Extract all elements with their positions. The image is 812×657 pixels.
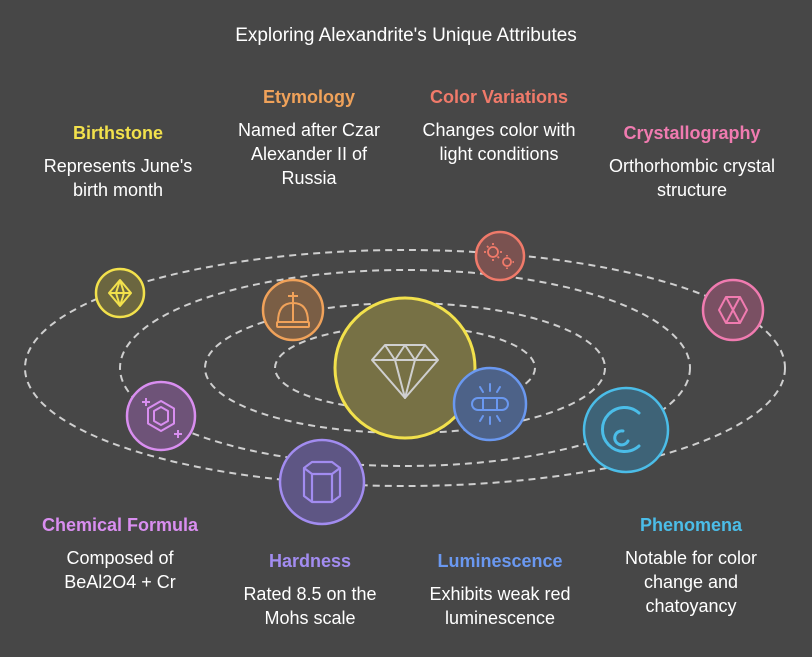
sun-gear-icon <box>484 243 514 269</box>
attr-name: Birthstone <box>73 123 163 143</box>
attr-name: Chemical Formula <box>41 515 199 535</box>
attr-etymology: Etymology Named after Czar Alexander II … <box>224 86 394 190</box>
attr-color-variations: Color Variations Changes color with ligh… <box>414 86 584 166</box>
center-node <box>333 296 477 440</box>
node-hardness <box>278 438 366 526</box>
diagram-title: Exploring Alexandrite's Unique Attribute… <box>235 25 577 46</box>
attr-chemical-formula: Chemical Formula Composed of BeAl2O4 + C… <box>20 514 220 594</box>
swirl-icon <box>600 406 641 453</box>
hexagon-crystal-icon <box>718 296 748 324</box>
gem-icon <box>108 279 132 307</box>
node-color-variations <box>474 230 526 282</box>
attr-desc: Changes color with light conditions <box>422 120 576 164</box>
sparkle-gem-icon <box>142 398 182 438</box>
attr-desc: Orthorhombic crystal structure <box>608 156 776 200</box>
attr-hardness: Hardness Rated 8.5 on the Mohs scale <box>222 550 398 630</box>
attr-desc: Rated 8.5 on the Mohs scale <box>243 584 377 628</box>
attr-birthstone: Birthstone Represents June's birth month <box>28 122 208 202</box>
node-etymology <box>261 278 325 342</box>
attr-luminescence: Luminescence Exhibits weak red luminesce… <box>412 550 588 630</box>
attr-crystallography: Crystallography Orthorhombic crystal str… <box>602 122 782 202</box>
attr-name: Phenomena <box>639 515 743 535</box>
attr-desc: Exhibits weak red luminescence <box>429 584 571 628</box>
orbit-outer <box>24 249 786 487</box>
attr-name: Etymology <box>262 87 355 107</box>
attr-desc: Notable for color change and chatoyancy <box>624 548 758 616</box>
diamond-icon <box>371 344 439 399</box>
node-phenomena <box>582 386 670 474</box>
crown-icon <box>276 292 310 328</box>
attr-name: Crystallography <box>623 123 761 143</box>
node-birthstone <box>94 267 146 319</box>
node-crystallography <box>701 278 765 342</box>
attr-name: Luminescence <box>437 551 563 571</box>
attr-phenomena: Phenomena Notable for color change and c… <box>606 514 776 618</box>
attr-desc: Represents June's birth month <box>43 156 193 200</box>
attr-name: Color Variations <box>429 87 569 107</box>
orbit-second <box>119 269 691 467</box>
node-chemical-formula <box>125 380 197 452</box>
node-luminescence <box>452 366 528 442</box>
prism-icon <box>302 460 342 504</box>
attr-desc: Named after Czar Alexander II of Russia <box>237 120 381 188</box>
glow-bar-icon <box>471 383 509 425</box>
attr-name: Hardness <box>268 551 352 571</box>
attr-desc: Composed of BeAl2O4 + Cr <box>64 548 176 592</box>
